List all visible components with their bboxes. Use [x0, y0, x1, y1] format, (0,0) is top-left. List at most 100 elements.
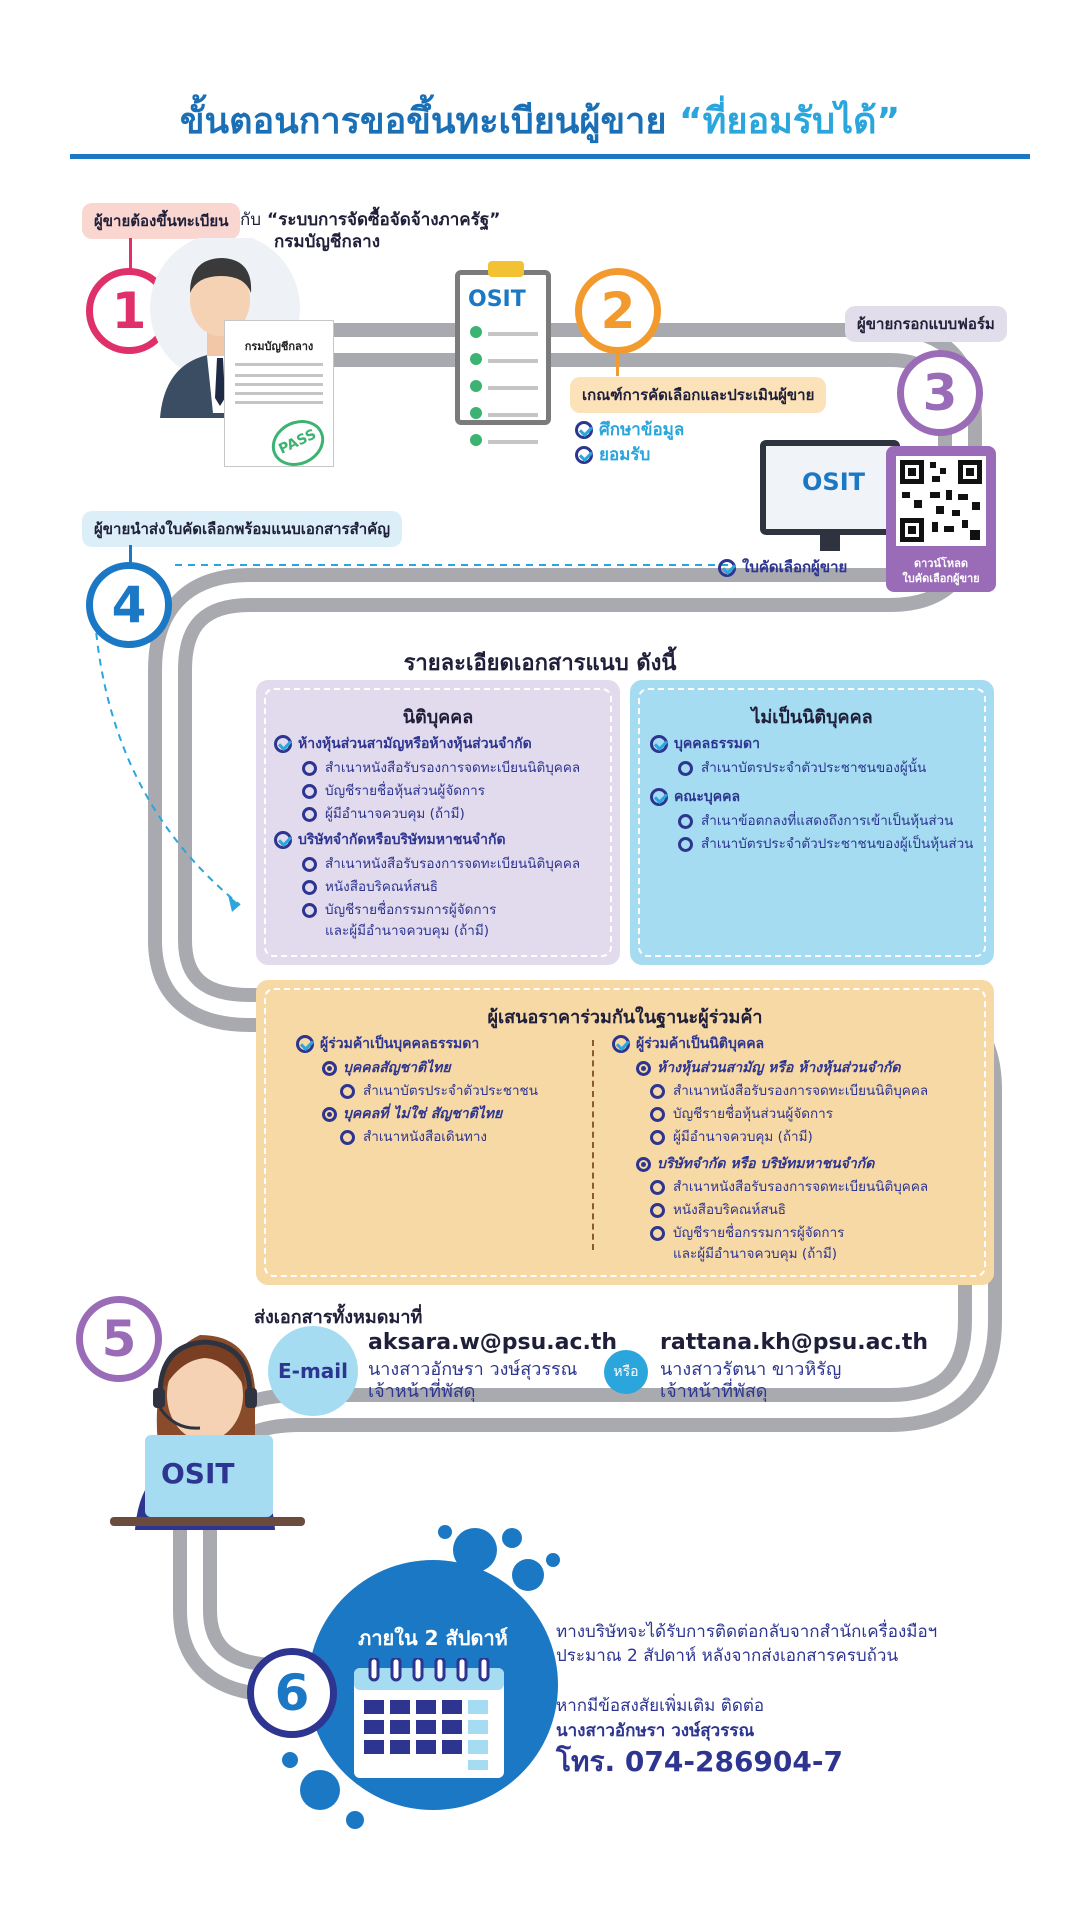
- decorative-bubbles: [282, 1525, 560, 1829]
- step3-tag: ผู้ขายกรอกแบบฟอร์ม: [845, 306, 1007, 342]
- step3-number: 3: [922, 364, 958, 422]
- item-label: สำเนาบัตรประจำตัวประชาชนของผู้เป็นหุ้นส่…: [701, 836, 974, 852]
- ring-bullet: [650, 1106, 665, 1122]
- joint-right-a-item: ผู้มีอำนาจควบคุม (ถ้ามี): [650, 1126, 813, 1149]
- radio-dot: [322, 1106, 337, 1122]
- pass-stamp: PASS: [264, 411, 332, 475]
- non-juristic-group2: คณะบุคคล: [650, 785, 740, 809]
- joint-left-b: บุคคลที่ ไม่ใช่ สัญชาติไทย: [322, 1102, 502, 1126]
- step2-item-study: ศึกษาข้อมูล: [575, 416, 684, 443]
- item-label: บัญชีรายชื่อกรรมการผู้จัดการ: [325, 902, 497, 918]
- step2-criteria: เกณฑ์การคัดเลือกและประเมินผู้ขาย: [570, 377, 827, 413]
- step1-system-text: กับ “ระบบการจัดซื้อจัดจ้างภาครัฐ”: [240, 206, 500, 233]
- juristic-g2-item: บัญชีรายชื่อกรรมการผู้จัดการ: [302, 899, 496, 922]
- non-juristic-group1: บุคคลธรรมดา: [650, 732, 760, 756]
- juristic-group1: ห้างหุ้นส่วนสามัญหรือห้างหุ้นส่วนจำกัด: [274, 732, 532, 756]
- juristic-box: นิติบุคคล ห้างหุ้นส่วนสามัญหรือห้างหุ้นส…: [256, 680, 620, 965]
- ring-bullet: [340, 1129, 355, 1145]
- joint-right-a-label: ห้างหุ้นส่วนสามัญ หรือ ห้างหุ้นส่วนจำกัด: [657, 1060, 901, 1076]
- step6-phone[interactable]: โทร. 074-286904-7: [556, 1745, 843, 1778]
- joint-left-a-item: สำเนาบัตรประจำตัวประชาชน: [340, 1080, 538, 1103]
- joint-right-a-item: บัญชีรายชื่อหุ้นส่วนผู้จัดการ: [650, 1103, 833, 1126]
- non-juristic-group1-label: บุคคลธรรมดา: [674, 736, 760, 752]
- joint-right-b: บริษัทจำกัด หรือ บริษัทมหาชนจำกัด: [636, 1152, 874, 1176]
- ring-bullet: [678, 813, 693, 829]
- qr-download-card[interactable]: ดาวน์โหลด ใบคัดเลือกผู้ขาย: [886, 446, 996, 592]
- non-juristic-box: ไม่เป็นนิติบุคคล บุคคลธรรมดา สำเนาบัตรปร…: [630, 680, 994, 965]
- ring-bullet: [650, 1225, 665, 1241]
- step5-number-badge: 5: [76, 1296, 162, 1382]
- title-divider: [70, 154, 1030, 159]
- joint-right-b-item-cont: และผู้มีอำนาจควบคุม (ถ้ามี): [673, 1246, 838, 1262]
- title-main: ขั้นตอนการขอขึ้นทะเบียนผู้ขาย: [179, 101, 667, 142]
- non-juristic-g2-item: สำเนาบัตรประจำตัวประชาชนของผู้เป็นหุ้นส่…: [678, 833, 973, 856]
- step2-number-badge: 2: [575, 268, 661, 354]
- juristic-group1-label: ห้างหุ้นส่วนสามัญหรือห้างหุ้นส่วนจำกัด: [298, 736, 532, 752]
- ring-bullet: [302, 760, 317, 776]
- ring-bullet: [650, 1083, 665, 1099]
- item-label: สำเนาหนังสือรับรองการจดทะเบียนนิติบุคคล: [325, 856, 581, 872]
- approval-document: กรมบัญชีกลาง PASS: [224, 320, 334, 475]
- joint-divider: [592, 1040, 594, 1250]
- check-icon: [296, 1035, 314, 1053]
- step3-form-label: ใบคัดเลือกผู้ขาย: [718, 555, 847, 579]
- joint-right-b-item: บัญชีรายชื่อกรรมการผู้จัดการ: [650, 1222, 844, 1245]
- item-label: สำเนาหนังสือรับรองการจดทะเบียนนิติบุคคล: [325, 760, 581, 776]
- monitor-logo: OSIT: [802, 468, 865, 496]
- joint-venture-box: ผู้เสนอราคาร่วมกันในฐานะผู้ร่วมค้า ผู้ร่…: [256, 980, 994, 1285]
- qr-download-label2: ใบคัดเลือกผู้ขาย: [902, 572, 980, 585]
- ring-bullet: [650, 1179, 665, 1195]
- step4-tag: ผู้ขายนำส่งใบคัดเลือกพร้อมแนบเอกสารสำคัญ: [82, 511, 402, 547]
- step4-connector: [129, 545, 132, 565]
- item-label: สำเนาข้อตกลงที่แสดงถึงการเข้าเป็นหุ้นส่ว…: [701, 813, 954, 829]
- ring-bullet: [678, 760, 693, 776]
- radio-dot: [322, 1060, 337, 1076]
- contact1-name: นางสาวอักษรา วงษ์สุวรรณ: [368, 1359, 578, 1380]
- check-icon: [718, 558, 736, 577]
- monitor-illustration: OSIT: [760, 440, 900, 551]
- step5-number: 5: [101, 1310, 137, 1368]
- joint-right-b-label: บริษัทจำกัด หรือ บริษัทมหาชนจำกัด: [657, 1156, 875, 1172]
- item-label: สำเนาบัตรประจำตัวประชาชน: [363, 1083, 538, 1099]
- check-icon: [650, 735, 668, 753]
- qr-code-icon: [896, 456, 986, 546]
- radio-dot: [636, 1060, 651, 1076]
- step6-number: 6: [274, 1664, 310, 1722]
- contact1: aksara.w@psu.ac.th นางสาวอักษรา วงษ์สุวร…: [368, 1330, 617, 1403]
- step2-number: 2: [600, 282, 636, 340]
- joint-right-head-label: ผู้ร่วมค้าเป็นนิติบุคคล: [636, 1036, 765, 1052]
- laptop-logo: OSIT: [161, 1457, 235, 1490]
- non-juristic-group2-label: คณะบุคคล: [674, 789, 741, 805]
- doc-header: กรมบัญชีกลาง: [244, 340, 314, 353]
- qr-download-label: ดาวน์โหลด: [913, 557, 969, 570]
- email-badge: E-mail: [268, 1326, 358, 1416]
- step2-item-label: ศึกษาข้อมูล: [599, 420, 685, 440]
- radio-dot: [636, 1156, 651, 1172]
- clipboard-logo: OSIT: [468, 287, 526, 312]
- non-juristic-title: ไม่เป็นนิติบุคคล: [751, 707, 873, 728]
- laptop-illustration: OSIT: [145, 1435, 273, 1517]
- item-label: บัญชีรายชื่อหุ้นส่วนผู้จัดการ: [673, 1106, 834, 1122]
- step6-line3: หากมีข้อสงสัยเพิ่มเติม ติดต่อ: [556, 1696, 765, 1716]
- clipboard-illustration: OSIT: [455, 261, 551, 446]
- contact1-role: เจ้าหน้าที่พัสดุ: [368, 1381, 476, 1402]
- step6-contact: นางสาวอักษรา วงษ์สุวรรณ: [556, 1721, 755, 1741]
- step3-form-text: ใบคัดเลือกผู้ขาย: [742, 558, 848, 576]
- step6-info: ทางบริษัทจะได้รับการติดต่อกลับจากสำนักเค…: [556, 1620, 937, 1780]
- contact2-email[interactable]: rattana.kh@psu.ac.th: [660, 1330, 929, 1355]
- juristic-g1-item: สำเนาหนังสือรับรองการจดทะเบียนนิติบุคคล: [302, 757, 580, 780]
- step6-number-badge: 6: [247, 1648, 337, 1738]
- joint-title: ผู้เสนอราคาร่วมกันในฐานะผู้ร่วมค้า: [487, 1007, 763, 1028]
- step6-line1: ทางบริษัทจะได้รับการติดต่อกลับจากสำนักเค…: [556, 1622, 938, 1642]
- step1-system: “ระบบการจัดซื้อจัดจ้างภาครัฐ”: [267, 210, 501, 230]
- juristic-g1-item: บัญชีรายชื่อหุ้นส่วนผู้จัดการ: [302, 780, 485, 803]
- juristic-title: นิติบุคคล: [402, 707, 474, 728]
- joint-left-head-label: ผู้ร่วมค้าเป็นบุคคลธรรมดา: [320, 1036, 480, 1052]
- item-label: หนังสือบริคณห์สนธิ: [325, 879, 439, 895]
- joint-right-a: ห้างหุ้นส่วนสามัญ หรือ ห้างหุ้นส่วนจำกัด: [636, 1056, 901, 1080]
- item-label: สำเนาบัตรประจำตัวประชาชนของผู้นั้น: [701, 760, 927, 776]
- contact1-email[interactable]: aksara.w@psu.ac.th: [368, 1330, 618, 1355]
- or-badge: หรือ: [604, 1350, 648, 1394]
- juristic-g2-item: สำเนาหนังสือรับรองการจดทะเบียนนิติบุคคล: [302, 853, 580, 876]
- step5-heading: ส่งเอกสารทั้งหมดมาที่: [254, 1307, 423, 1328]
